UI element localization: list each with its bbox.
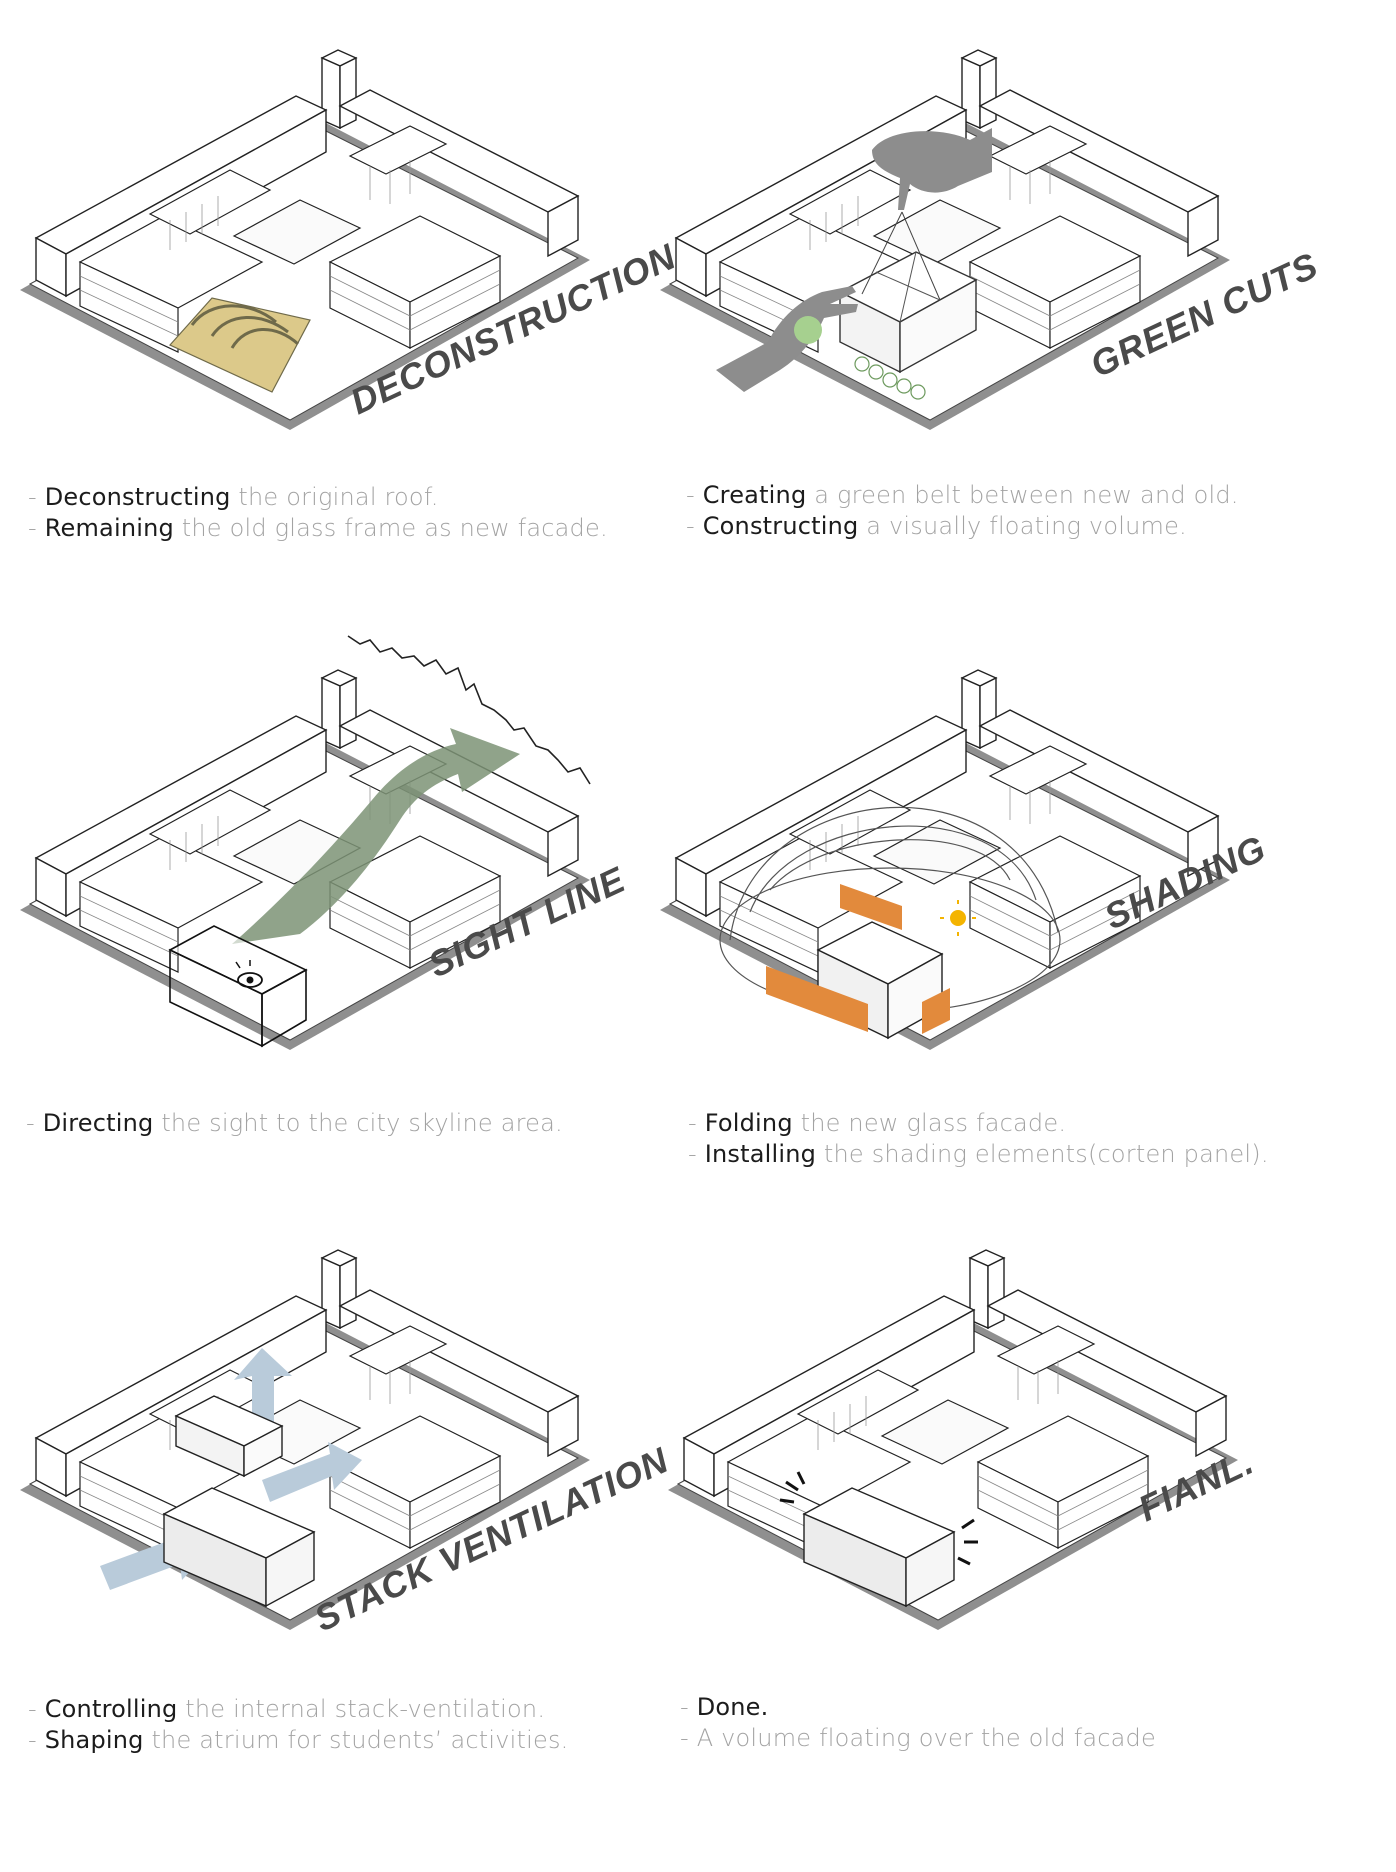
final-volume <box>802 1487 956 1608</box>
stage-shading: SHADING - Folding the new glass facade. … <box>640 600 1338 1200</box>
atrium-volume <box>168 925 308 1048</box>
caption-line: - Constructing a visually floating volum… <box>686 512 1187 540</box>
sight-arrow <box>232 728 520 944</box>
green-belt <box>854 356 926 400</box>
stage-final: FIANL. - Done. - A volume floating over … <box>640 1220 1338 1820</box>
sun-icon <box>940 900 976 936</box>
eye-icon <box>235 960 263 988</box>
floating-volume <box>838 251 978 374</box>
isometric-block-diagram: STACK VENTILATION <box>19 1249 675 1639</box>
caption-line: - Controlling the internal stack-ventila… <box>28 1695 546 1723</box>
stage-caption: - Deconstructing the original roof. - Re… <box>28 482 608 544</box>
isometric-block-diagram: DECONSTRUCTION <box>19 49 682 431</box>
stage-stack-ventilation: STACK VENTILATION - Controlling the inte… <box>0 1220 698 1820</box>
isometric-block-diagram: SIGHT LINE <box>19 635 632 1051</box>
isometric-block-diagram: SHADING <box>659 669 1272 1051</box>
glass-volume <box>816 921 944 1040</box>
sun-path-diagram <box>719 806 1061 1013</box>
caption-line: - Done. <box>680 1693 769 1721</box>
roof-removal-icon <box>169 297 311 393</box>
corten-panels <box>766 884 950 1034</box>
stage-caption: - Creating a green belt between new and … <box>686 480 1239 542</box>
caption-line: - Folding the new glass facade. <box>688 1109 1067 1137</box>
caption-line: - Deconstructing the original roof. <box>28 483 439 511</box>
stage-green-cuts: GREEN CUTS - Creating a green belt betwe… <box>640 0 1338 560</box>
caption-line: - Shaping the atrium for students’ activ… <box>28 1726 569 1754</box>
sparkle-icon <box>779 1471 978 1566</box>
stage-sight-line: SIGHT LINE - Directing the sight to the … <box>0 600 698 1200</box>
isometric-block-diagram: FIANL. <box>667 1249 1260 1631</box>
stage-caption: - Directing the sight to the city skylin… <box>26 1108 563 1139</box>
caption-line: - A volume floating over the old facade <box>680 1724 1156 1752</box>
stage-caption: - Done. - A volume floating over the old… <box>680 1692 1156 1754</box>
atrium-volume <box>162 1395 316 1608</box>
caption-line: - Installing the shading elements(corten… <box>688 1140 1269 1168</box>
stage-deconstruction: DECONSTRUCTION - Deconstructing the orig… <box>0 0 698 560</box>
stage-caption: - Controlling the internal stack-ventila… <box>28 1694 569 1756</box>
stage-caption: - Folding the new glass facade. - Instal… <box>688 1108 1269 1170</box>
skyline-line <box>347 635 591 785</box>
isometric-block-diagram: GREEN CUTS <box>659 49 1324 431</box>
caption-line: - Remaining the old glass frame as new f… <box>28 514 608 542</box>
hands-icon <box>716 128 992 392</box>
caption-line: - Directing the sight to the city skylin… <box>26 1109 563 1137</box>
caption-line: - Creating a green belt between new and … <box>686 481 1239 509</box>
